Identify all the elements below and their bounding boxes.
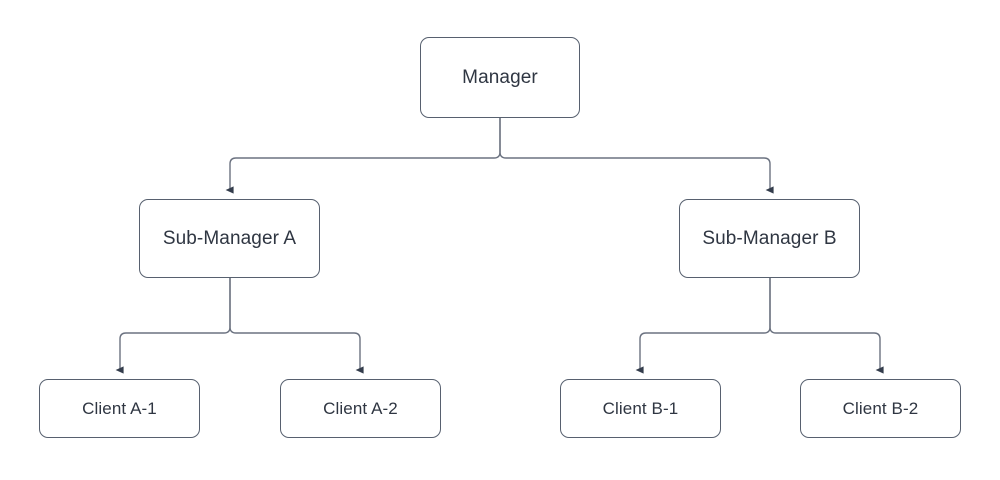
node-manager-label: Manager	[462, 67, 538, 88]
node-client-b1[interactable]: Client B-1	[560, 379, 721, 438]
node-sub-manager-b-label: Sub-Manager B	[702, 228, 837, 249]
node-client-a2-label: Client A-2	[323, 399, 398, 418]
node-client-a1-label: Client A-1	[82, 399, 157, 418]
node-sub-manager-a-label: Sub-Manager A	[162, 228, 297, 249]
node-manager[interactable]: Manager	[420, 37, 580, 118]
edge-manager-to-sub-b	[499, 118, 774, 194]
edge-sub-a-to-client-a1	[115, 278, 231, 374]
node-client-a1[interactable]: Client A-1	[39, 379, 200, 438]
edge-sub-b-to-client-b1	[635, 278, 771, 374]
node-sub-manager-a[interactable]: Sub-Manager A	[139, 199, 320, 278]
edge-manager-to-sub-a	[225, 118, 501, 194]
node-sub-manager-b[interactable]: Sub-Manager B	[679, 199, 860, 278]
node-client-a2[interactable]: Client A-2	[280, 379, 441, 438]
node-client-b1-label: Client B-1	[602, 399, 679, 418]
node-client-b2[interactable]: Client B-2	[800, 379, 961, 438]
edge-sub-b-to-client-b2	[769, 278, 884, 374]
edge-sub-a-to-client-a2	[229, 278, 364, 374]
node-client-b2-label: Client B-2	[842, 399, 919, 418]
